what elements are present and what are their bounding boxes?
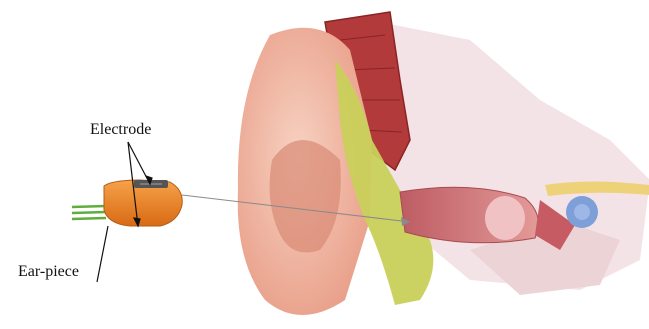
earpiece-pointer — [97, 226, 108, 282]
wire — [72, 206, 106, 219]
earpiece-label: Ear-piece — [18, 263, 79, 281]
eardrum — [485, 196, 525, 240]
electrode-label: Electrode — [90, 121, 151, 139]
earpiece-device-icon — [72, 180, 182, 226]
